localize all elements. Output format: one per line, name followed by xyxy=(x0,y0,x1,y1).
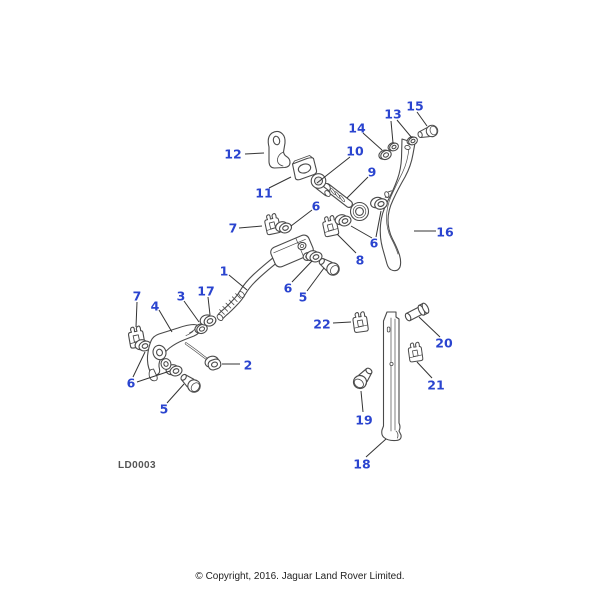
leader-line-17 xyxy=(207,296,211,316)
callout-7: 7 xyxy=(229,220,238,235)
part-5-bolt-lower xyxy=(177,370,204,396)
callout-10: 10 xyxy=(346,143,364,158)
part-1-rod xyxy=(216,253,283,321)
leader-line-20 xyxy=(418,316,441,338)
callout-6: 6 xyxy=(370,235,379,250)
leader-line-21 xyxy=(416,361,433,379)
callout-7: 7 xyxy=(133,288,142,303)
leader-line-12 xyxy=(244,152,265,155)
leader-line-9 xyxy=(346,176,369,199)
leader-line-18 xyxy=(365,438,387,458)
leader-line-11 xyxy=(268,176,292,189)
callout-1: 1 xyxy=(220,263,229,278)
leader-line-3 xyxy=(183,300,200,323)
leader-line-8 xyxy=(336,233,357,254)
figure-code: LD0003 xyxy=(118,460,156,471)
leader-line-6 xyxy=(290,209,313,227)
callout-6: 6 xyxy=(127,375,136,390)
callout-17: 17 xyxy=(197,283,214,298)
part-18-bracket xyxy=(381,311,402,442)
leader-line-5 xyxy=(306,267,325,292)
callout-22: 22 xyxy=(313,316,330,331)
copyright-text: © Copyright, 2016. Jaguar Land Rover Lim… xyxy=(195,571,405,582)
part-2-grommet xyxy=(204,355,222,371)
part-21-clip xyxy=(406,341,424,363)
callout-5: 5 xyxy=(299,289,308,304)
leader-line-22 xyxy=(332,321,352,324)
callout-14: 14 xyxy=(348,120,366,135)
leader-line-4 xyxy=(158,309,173,333)
callout-3: 3 xyxy=(177,288,186,303)
callout-9: 9 xyxy=(368,164,377,179)
part-20-spacer-pin xyxy=(404,302,430,322)
leader-line-6 xyxy=(136,370,171,383)
leader-line-7 xyxy=(135,301,138,328)
callout-13: 13 xyxy=(384,106,401,121)
part-15-bolt xyxy=(416,123,440,142)
leader-line-19 xyxy=(360,390,364,413)
part-22-clip xyxy=(351,310,370,334)
callout-11: 11 xyxy=(255,185,272,200)
callout-12: 12 xyxy=(224,146,241,161)
part-9-link xyxy=(323,182,370,222)
part-1-clevis xyxy=(270,234,314,268)
callout-2: 2 xyxy=(244,357,253,372)
leader-line-13 xyxy=(396,119,413,139)
leader-line-6 xyxy=(132,351,146,378)
callout-15: 15 xyxy=(406,98,423,113)
callout-8: 8 xyxy=(356,252,365,267)
leader-line-14 xyxy=(362,132,383,151)
callout-18: 18 xyxy=(353,456,370,471)
callout-19: 19 xyxy=(355,412,372,427)
callout-5: 5 xyxy=(160,401,169,416)
leader-line-15 xyxy=(416,111,428,127)
part-10-pin xyxy=(310,173,331,197)
part-19-bolt xyxy=(350,364,377,392)
leader-line-1 xyxy=(228,274,248,291)
leader-line-13 xyxy=(390,120,394,144)
part-12-clamp-bracket xyxy=(267,130,291,169)
leader-line-7 xyxy=(238,225,263,229)
callout-21: 21 xyxy=(427,377,444,392)
leader-line-5 xyxy=(166,383,185,404)
leader-line-6 xyxy=(350,225,373,239)
leader-line-6 xyxy=(375,210,382,238)
rod-knurl-hatching xyxy=(219,293,241,315)
callout-4: 4 xyxy=(151,298,160,313)
callout-6: 6 xyxy=(284,280,293,295)
callout-16: 16 xyxy=(436,224,454,239)
leader-line-10 xyxy=(316,156,351,184)
bracket-peg xyxy=(384,190,392,199)
callout-20: 20 xyxy=(435,335,453,350)
callout-6: 6 xyxy=(312,198,321,213)
part-11-plate xyxy=(291,155,318,181)
leader-line-6 xyxy=(291,260,313,283)
